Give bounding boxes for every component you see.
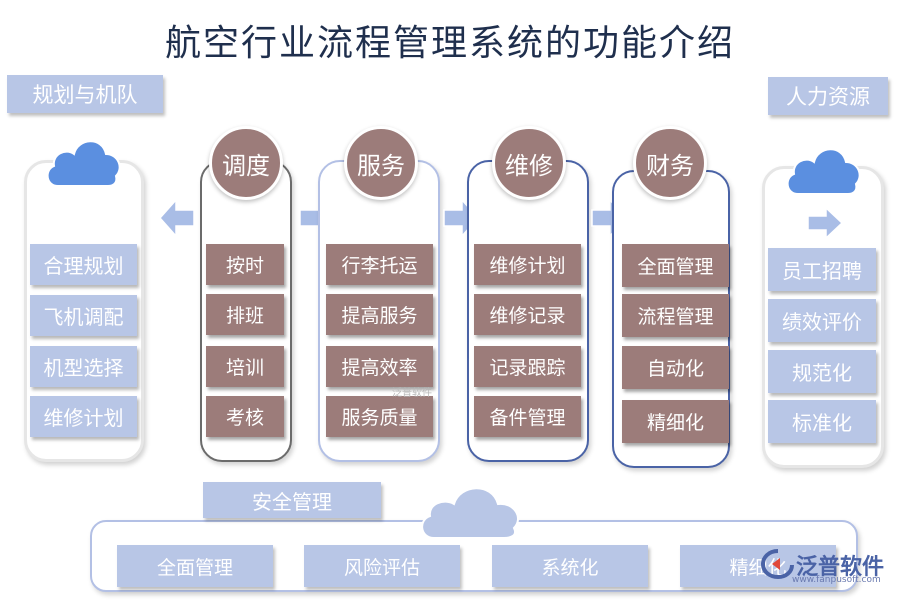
hr-item-4: 标准化 bbox=[768, 400, 876, 443]
finance-item-4: 精细化 bbox=[622, 400, 729, 443]
dispatch-item-3: 培训 bbox=[206, 346, 284, 387]
page-title: 航空行业流程管理系统的功能介绍 bbox=[164, 23, 735, 64]
section-label-safety: 安全管理 bbox=[203, 482, 381, 518]
arrow-right-icon bbox=[807, 206, 844, 240]
cloud-icon bbox=[421, 487, 519, 539]
planning-item-1: 合理规划 bbox=[30, 244, 137, 285]
section-label-hr: 人力资源 bbox=[768, 77, 888, 115]
watermark-small: 泛普软件 bbox=[392, 388, 432, 399]
fanpu-logo-icon bbox=[760, 549, 794, 580]
cloud-icon bbox=[46, 140, 121, 187]
maintenance-item-2: 维修记录 bbox=[474, 294, 581, 335]
finance-item-2: 流程管理 bbox=[622, 294, 729, 337]
hr-item-1: 员工招聘 bbox=[768, 248, 876, 291]
planning-item-2: 飞机调配 bbox=[30, 295, 137, 336]
watermark-url: www.fanpusoft.com bbox=[792, 575, 881, 585]
dispatch-title: 调度 bbox=[209, 126, 283, 200]
planning-item-3: 机型选择 bbox=[30, 346, 137, 387]
cloud-icon bbox=[786, 148, 861, 195]
service-item-2: 提高服务 bbox=[326, 294, 433, 335]
safety-item-4: 精细化 bbox=[680, 545, 836, 587]
safety-item-2: 风险评估 bbox=[304, 545, 460, 587]
finance-title: 财务 bbox=[633, 126, 707, 200]
hr-item-2: 绩效评价 bbox=[768, 299, 876, 342]
planning-item-4: 维修计划 bbox=[30, 396, 137, 437]
safety-item-3: 系统化 bbox=[492, 545, 648, 587]
service-title: 服务 bbox=[344, 126, 418, 200]
arrow-left-icon bbox=[158, 198, 195, 238]
section-label-planning-fleet: 规划与机队 bbox=[7, 75, 163, 113]
hr-item-3: 规范化 bbox=[768, 350, 876, 393]
finance-item-3: 自动化 bbox=[622, 346, 729, 389]
dispatch-item-2: 排班 bbox=[206, 294, 284, 335]
safety-item-1: 全面管理 bbox=[117, 545, 273, 587]
maintenance-item-1: 维修计划 bbox=[474, 244, 581, 285]
maintenance-title: 维修 bbox=[492, 126, 566, 200]
dispatch-item-4: 考核 bbox=[206, 396, 284, 437]
maintenance-item-4: 备件管理 bbox=[474, 396, 581, 437]
service-item-4: 服务质量 bbox=[326, 396, 433, 437]
maintenance-item-3: 记录跟踪 bbox=[474, 346, 581, 387]
finance-item-1: 全面管理 bbox=[622, 244, 729, 287]
dispatch-item-1: 按时 bbox=[206, 244, 284, 285]
service-item-3: 提高效率 bbox=[326, 346, 433, 387]
watermark-brand: 泛普软件 bbox=[796, 555, 885, 580]
service-item-1: 行李托运 bbox=[326, 244, 433, 285]
